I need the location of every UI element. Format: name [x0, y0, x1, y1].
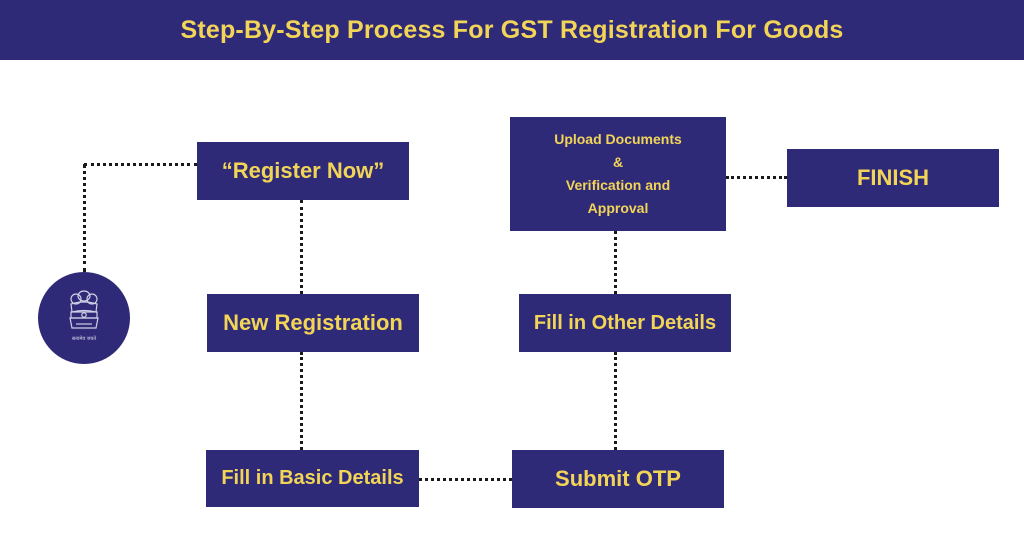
upload-line-2: &: [612, 154, 624, 170]
step-finish: FINISH: [787, 149, 999, 207]
connector-emblem-vertical: [83, 164, 86, 272]
step-fill-other-details: Fill in Other Details: [519, 294, 731, 352]
connector-register-to-new: [300, 200, 303, 294]
upload-line-4: Approval: [587, 200, 649, 216]
connector-basic-to-otp: [419, 478, 512, 481]
step-upload-documents: Upload Documents & Verification and Appr…: [510, 117, 726, 231]
page-title: Step-By-Step Process For GST Registratio…: [180, 15, 844, 44]
header-banner: Step-By-Step Process For GST Registratio…: [0, 0, 1024, 60]
connector-emblem-to-register: [84, 163, 197, 166]
upload-line-3: Verification and: [565, 177, 671, 193]
national-emblem-icon: सत्यमेव जयते: [38, 272, 130, 364]
upload-line-1: Upload Documents: [554, 131, 682, 147]
step-fill-basic-details: Fill in Basic Details: [206, 450, 419, 507]
emblem-motto: सत्यमेव जयते: [71, 336, 97, 342]
connector-upload-to-finish: [726, 176, 787, 179]
step-register-now: “Register Now”: [197, 142, 409, 200]
connector-otp-to-other: [614, 352, 617, 450]
connector-other-to-upload: [614, 231, 617, 294]
step-submit-otp: Submit OTP: [512, 450, 724, 508]
connector-new-to-basic: [300, 352, 303, 450]
step-new-registration: New Registration: [207, 294, 419, 352]
